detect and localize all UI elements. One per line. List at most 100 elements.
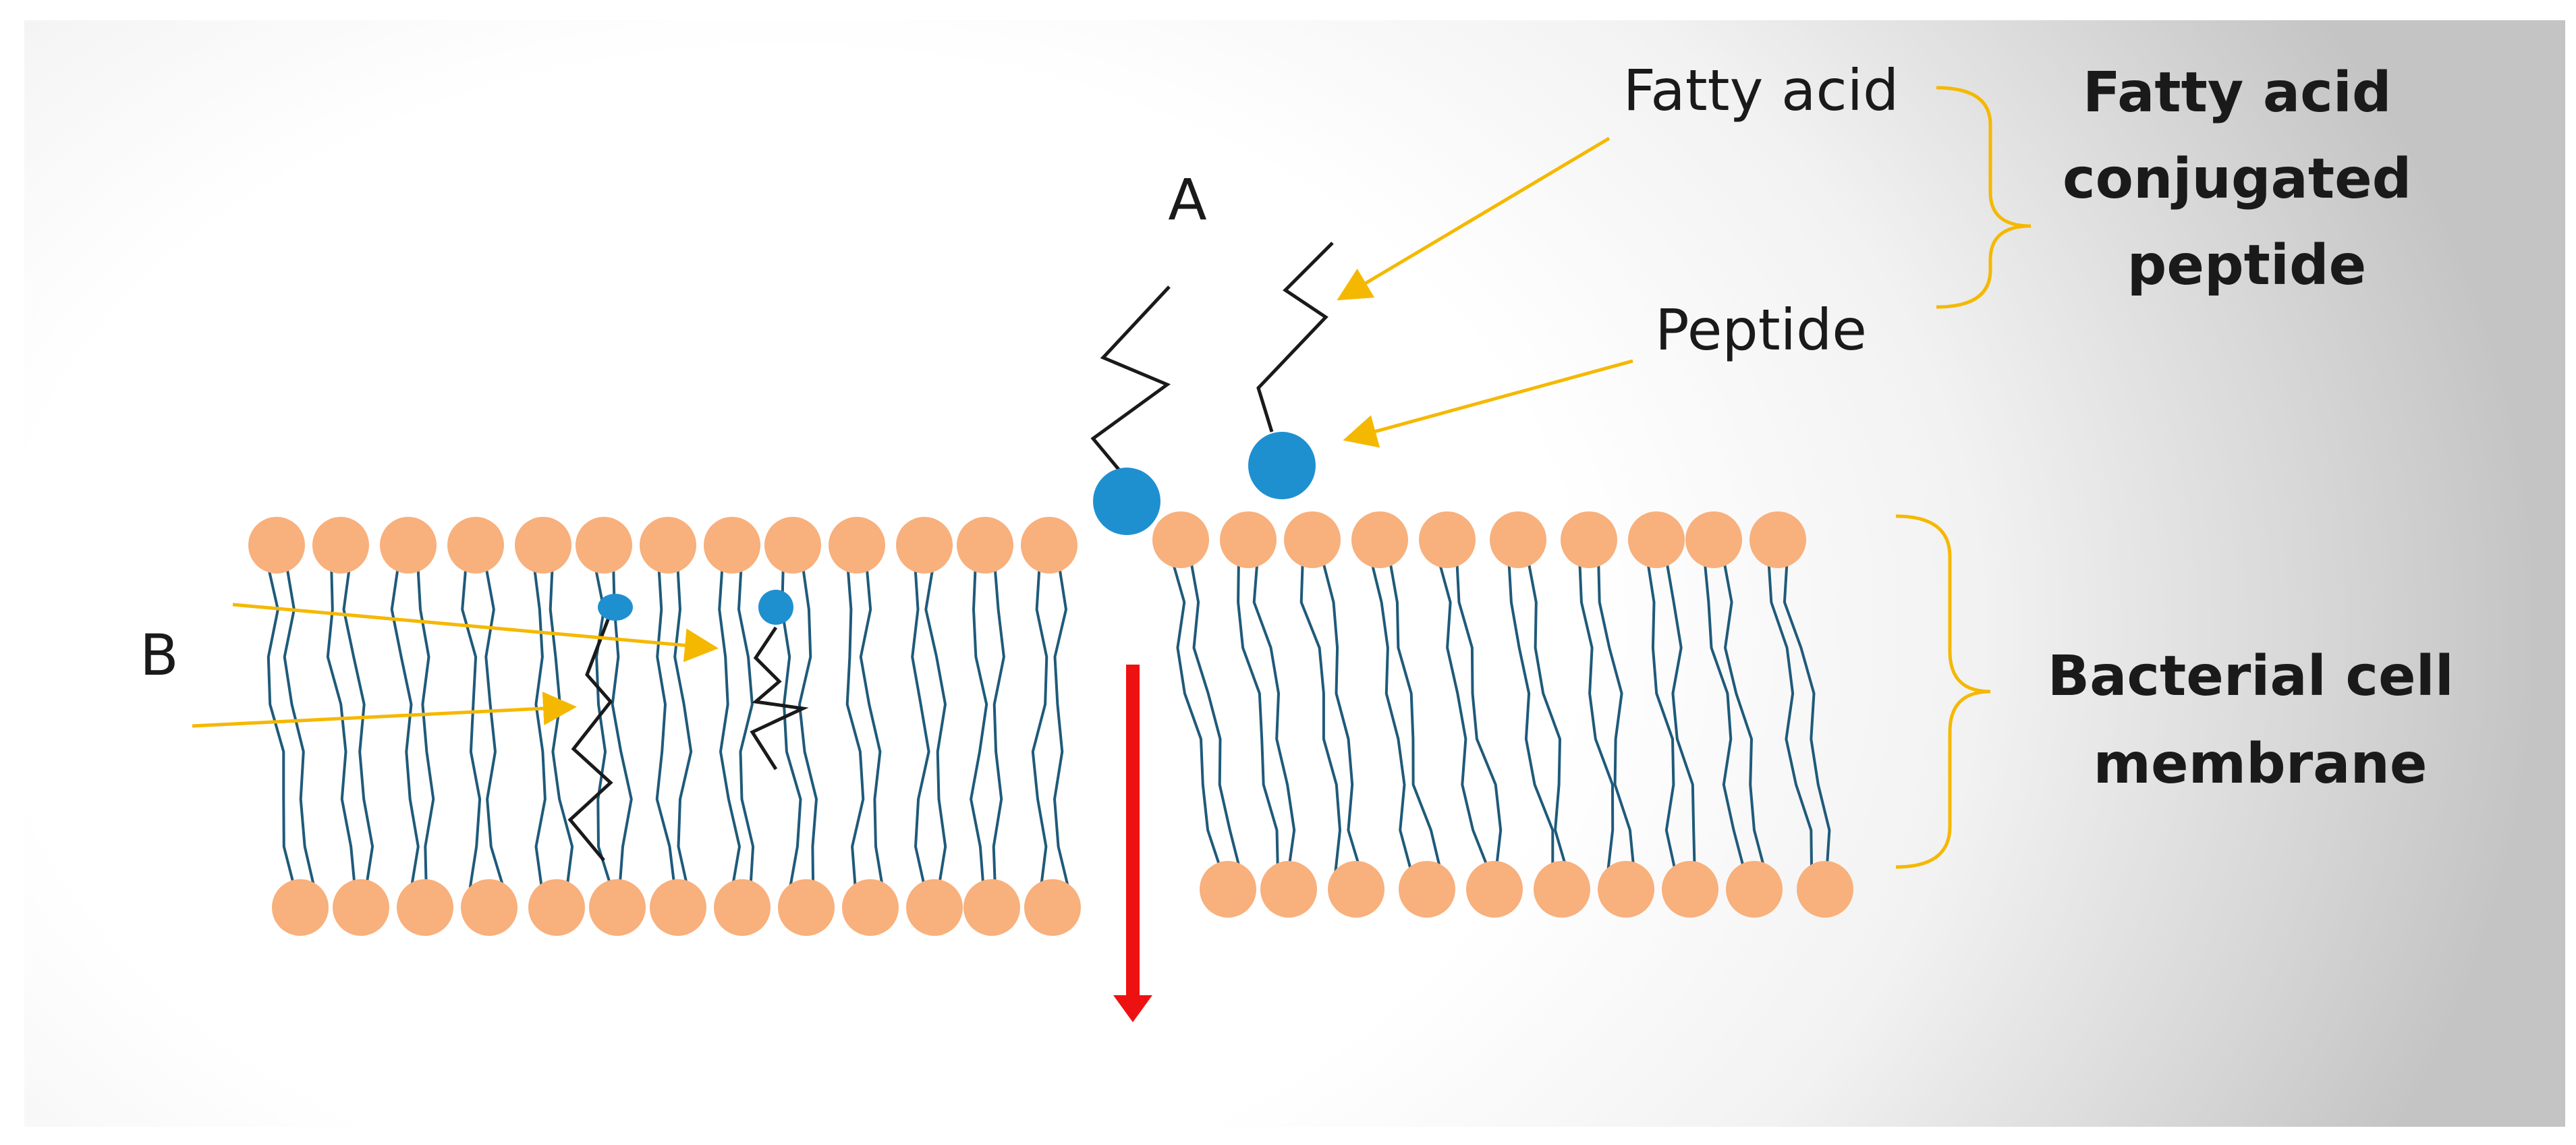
- arrow-b-lower: [192, 692, 577, 728]
- lipid-tail-lt10b: [924, 561, 947, 895]
- lipid-tail-lt9a: [845, 561, 865, 895]
- lipid-tail-rt9a: [1767, 556, 1814, 876]
- lipid-tail-rt3b: [1388, 556, 1443, 876]
- lipid-head: [576, 517, 632, 574]
- membrane-title: Bacterial cell membrane: [2048, 644, 2473, 796]
- lipid-head: [829, 517, 885, 574]
- lipid-tail-rt7b: [1664, 556, 1696, 876]
- lipid-head: [333, 879, 389, 936]
- lipid-tail-rt9b: [1783, 556, 1831, 876]
- lipid-head: [1490, 511, 1546, 568]
- lipid-head: [1021, 517, 1077, 574]
- lipid-head: [1024, 879, 1081, 936]
- lipid-head: [963, 879, 1020, 936]
- lipid-tail-lt2b: [416, 561, 435, 895]
- lipid-head: [1466, 861, 1523, 918]
- lipid-head: [1726, 861, 1783, 918]
- lipid-head: [1351, 511, 1408, 568]
- lipid-head: [380, 517, 437, 574]
- annotation-arrows: [192, 136, 1633, 728]
- free-peptide-bead-2: [1248, 432, 1316, 499]
- lipid-head: [906, 879, 963, 936]
- arrow-fatty-acid: [1337, 136, 1611, 301]
- lipid-tail-lt7b: [737, 561, 755, 895]
- lipid-tail-lt12a: [1031, 561, 1048, 895]
- lipid-head: [896, 517, 953, 574]
- lipid-head: [1260, 861, 1317, 918]
- lipid-head: [650, 879, 706, 936]
- lipid-head: [1561, 511, 1617, 568]
- lipid-tail-rt1a: [1237, 556, 1280, 876]
- lipid-tail-rt2b: [1320, 556, 1364, 876]
- lipid-tail-rt3a: [1369, 556, 1414, 876]
- lipid-head: [248, 517, 305, 574]
- arrow-peptide: [1343, 359, 1633, 448]
- lipid-head: [704, 517, 760, 574]
- lipid-tail-rt4a: [1436, 556, 1492, 876]
- lipid-head: [1797, 861, 1853, 918]
- lipid-head: [397, 879, 453, 936]
- label-fatty-acid: Fatty acid: [1623, 57, 1899, 123]
- lipid-head: [764, 517, 821, 574]
- lipid-tail-lt5a: [593, 561, 615, 895]
- lipid-head: [1399, 861, 1455, 918]
- free-fatty-chain-2: [1256, 242, 1334, 432]
- membrane-bracket: [1895, 514, 1991, 869]
- lipid-head: [640, 517, 696, 574]
- lipid-tail-lt11a: [970, 561, 988, 895]
- lipid-head: [1200, 861, 1256, 918]
- lipid-head: [1534, 861, 1590, 918]
- lipid-head: [1685, 511, 1742, 568]
- lipid-head: [1284, 511, 1341, 568]
- lipid-tail-rt8a: [1703, 556, 1747, 876]
- lipid-tail-lt0b: [283, 561, 317, 895]
- lipid-tail-lt8b: [798, 561, 818, 895]
- embedded-peptide-bead-1: [598, 594, 633, 621]
- lipid-head: [1628, 511, 1685, 568]
- lipid-tail-lt10a: [911, 561, 930, 895]
- lipid-head: [1598, 861, 1654, 918]
- lipid-head: [515, 517, 571, 574]
- embedded-fatty-chain-2: [750, 626, 809, 771]
- lipid-tail-lt6a: [655, 561, 677, 895]
- lipid-tail-rt5b: [1526, 556, 1570, 876]
- lipid-tail-lt2a: [390, 561, 420, 895]
- lipid-tail-rt4b: [1455, 556, 1503, 876]
- embedded-peptide-bead-2: [758, 590, 793, 625]
- lipid-tail-lt1b: [342, 561, 374, 895]
- free-peptide-bead-1: [1093, 468, 1160, 535]
- lipid-tail-rt7a: [1646, 556, 1678, 876]
- brackets: [1895, 86, 2032, 869]
- lipid-tail-rt6b: [1597, 556, 1636, 876]
- lipid-tail-lt7a: [718, 561, 741, 895]
- lipid-tail-rt5a: [1507, 556, 1555, 876]
- lipid-tail-lt3a: [461, 561, 482, 895]
- lipid-tail-lt3b: [484, 561, 507, 895]
- lipid-head: [1152, 511, 1209, 568]
- lipid-head: [778, 879, 835, 936]
- lipid-tail-rt8b: [1722, 556, 1768, 876]
- lipid-head: [461, 879, 517, 936]
- lipid-head: [589, 879, 646, 936]
- lipid-tail-rt1b: [1252, 556, 1296, 876]
- lipid-tail-rt2a: [1299, 556, 1341, 876]
- lipid-heads: [248, 511, 1853, 936]
- lipid-tail-lt4a: [532, 561, 547, 895]
- arrow-b-upper: [232, 603, 719, 663]
- lipid-head: [1749, 511, 1806, 568]
- lipid-head: [528, 879, 585, 936]
- lipid-tail-lt9b: [859, 561, 885, 895]
- lipid-head: [1220, 511, 1277, 568]
- lipid-head: [1419, 511, 1476, 568]
- lipid-head: [842, 879, 899, 936]
- conjugate-bracket: [1936, 86, 2032, 309]
- label-a: A: [1168, 167, 1206, 233]
- lipid-tail-lt0a: [266, 561, 298, 895]
- lipid-tail-lt4b: [549, 561, 574, 895]
- lipid-tail-rt6a: [1578, 556, 1615, 876]
- embedded-conjugates: [567, 590, 809, 862]
- label-peptide: Peptide: [1655, 297, 1867, 363]
- label-b: B: [140, 622, 179, 688]
